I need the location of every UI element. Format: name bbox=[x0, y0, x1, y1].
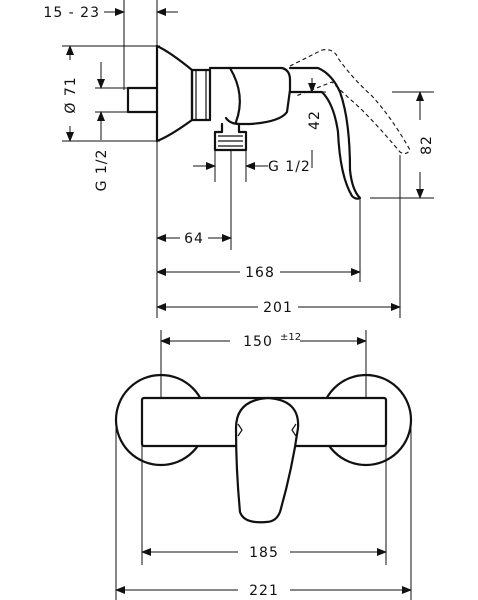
lever-height-dimension: 42 bbox=[290, 78, 326, 168]
faucet-side-profile bbox=[126, 44, 411, 200]
body-width-dimension: 185 bbox=[141, 446, 387, 565]
total-depth-label: 201 bbox=[263, 300, 293, 316]
diameter-dimension: Ø 71 bbox=[62, 45, 160, 142]
inlet-thread-label: G 1/2 bbox=[94, 149, 110, 192]
lever-handle bbox=[234, 396, 300, 524]
total-width-dimension: 221 bbox=[115, 420, 412, 600]
lever-tip-label: 168 bbox=[245, 265, 275, 281]
depth-dimensions: 64 168 201 bbox=[156, 141, 401, 318]
total-height-dimension: 82 bbox=[370, 91, 435, 199]
outlet-thread-dimension: G 1/2 bbox=[193, 150, 311, 182]
total-width-label: 221 bbox=[249, 583, 279, 599]
lever-height-label: 42 bbox=[307, 110, 323, 130]
total-height-label: 82 bbox=[419, 135, 435, 155]
front-view: 150 ±12 185 221 bbox=[114, 330, 413, 600]
outlet-distance-label: 64 bbox=[184, 231, 204, 247]
wall-offset-label: 15 - 23 bbox=[43, 5, 100, 21]
wall-offset-dimension: 15 - 23 bbox=[43, 0, 178, 90]
faucet-front-profile bbox=[114, 373, 413, 524]
centers-label: 150 bbox=[243, 334, 273, 350]
centers-tolerance-label: ±12 bbox=[280, 332, 301, 343]
diameter-label: Ø 71 bbox=[63, 76, 79, 113]
outlet-thread-label: G 1/2 bbox=[268, 159, 311, 175]
inlet-thread-dimension: G 1/2 bbox=[94, 62, 148, 191]
side-view: 15 - 23 Ø 71 G 1/2 bbox=[43, 0, 435, 318]
body-width-label: 185 bbox=[249, 545, 279, 561]
